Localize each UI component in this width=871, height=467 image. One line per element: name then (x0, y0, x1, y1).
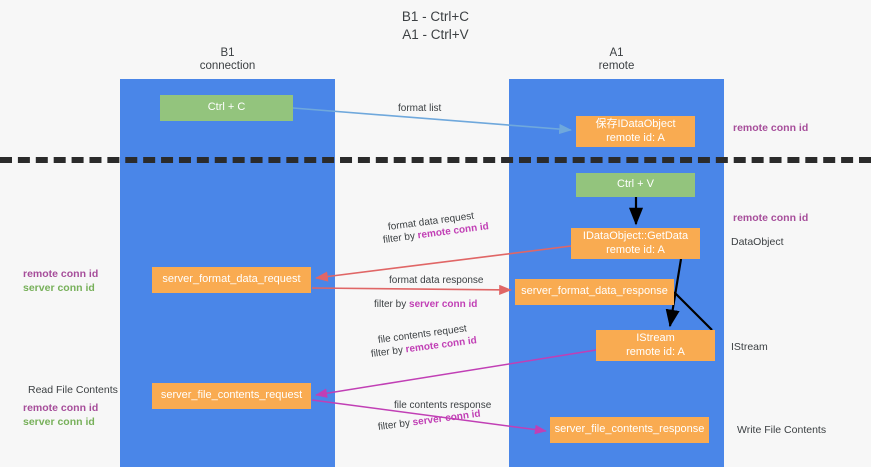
node-istream[interactable]: IStream remote id: A (596, 330, 715, 361)
edge-label-format-data-response-text: format data response (389, 275, 484, 286)
node-server-format-data-response[interactable]: server_format_data_response (515, 279, 674, 305)
caption-right-remote-conn-id-2: remote conn id (733, 212, 808, 226)
node-save-idataobject-line1: 保存IDataObject (595, 118, 676, 130)
connector-format-data-response (311, 284, 512, 296)
node-server-file-contents-request-label: server_file_contents_request (160, 389, 303, 402)
edge-label-file-contents-response: file contents response (394, 399, 491, 412)
filter-prefix: filter by (370, 344, 407, 360)
edge-label-file-contents-response-text: file contents response (394, 400, 492, 411)
caption-left-conn-ids: remote conn id server conn id (23, 268, 98, 295)
title-line-1: B1 - Ctrl+C (401, 9, 470, 24)
lane-header-b1: B1 connection (120, 47, 335, 73)
node-istream-line1: IStream (636, 332, 675, 344)
node-istream-line2: remote id: A (626, 345, 685, 358)
lane-header-b1-name: B1 (220, 47, 235, 59)
caption-right-write-file-contents: Write File Contents (737, 424, 826, 438)
filter-key-server-conn-id: server conn id (409, 299, 478, 310)
caption-server-conn-id: server conn id (23, 415, 95, 428)
caption-remote-conn-id: remote conn id (23, 402, 99, 414)
node-ctrl-c-label: Ctrl + C (207, 101, 246, 114)
title-line-2: A1 - Ctrl+V (402, 27, 469, 42)
node-server-format-data-request[interactable]: server_format_data_request (152, 267, 311, 293)
caption-left-conn-ids-2: remote conn id server conn id (23, 402, 98, 429)
edge-label-format-list-text: format list (398, 103, 442, 114)
lane-header-a1-name: A1 (609, 47, 624, 59)
node-server-file-contents-request[interactable]: server_file_contents_request (152, 383, 311, 409)
caption-right-remote-conn-id-1: remote conn id (733, 122, 808, 136)
caption-remote-conn-id: remote conn id (23, 268, 99, 280)
node-idataobject-getdata[interactable]: IDataObject::GetData remote id: A (571, 228, 700, 259)
caption-read-file-contents: Read File Contents (28, 384, 118, 396)
filter-prefix: filter by (377, 417, 414, 433)
node-ctrl-c[interactable]: Ctrl + C (160, 95, 293, 121)
caption-istream: IStream (731, 341, 768, 353)
node-getdata-line2: remote id: A (606, 243, 665, 256)
node-server-file-contents-response[interactable]: server_file_contents_response (550, 417, 709, 443)
caption-remote-conn-id: remote conn id (733, 212, 809, 224)
page-title: B1 - Ctrl+C A1 - Ctrl+V (0, 8, 871, 44)
caption-server-conn-id: server conn id (23, 281, 95, 294)
phase-divider (0, 157, 871, 163)
node-ctrl-v[interactable]: Ctrl + V (576, 173, 695, 197)
lane-header-b1-role: connection (199, 60, 256, 72)
node-server-format-data-response-label: server_format_data_response (521, 285, 668, 298)
node-save-idataobject-line2: remote id: A (606, 131, 665, 144)
filter-prefix: filter by (374, 299, 410, 310)
node-server-file-contents-response-label: server_file_contents_response (554, 423, 705, 436)
caption-left-read-file-contents: Read File Contents (28, 384, 118, 398)
edge-label-format-data-response: format data response (389, 274, 484, 287)
caption-remote-conn-id: remote conn id (733, 122, 809, 134)
caption-dataobject: DataObject (731, 236, 784, 248)
caption-right-istream: IStream (731, 341, 768, 355)
node-getdata-line1: IDataObject::GetData (582, 230, 689, 242)
edge-label-format-data-response-filter: filter by server conn id (374, 298, 477, 311)
node-ctrl-v-label: Ctrl + V (617, 178, 654, 191)
node-save-idataobject[interactable]: 保存IDataObject remote id: A (576, 116, 695, 147)
edge-label-format-list: format list (398, 102, 441, 115)
lane-header-a1: A1 remote (509, 47, 724, 73)
lane-header-a1-role: remote (598, 60, 635, 72)
filter-prefix: filter by (382, 230, 419, 246)
caption-right-dataobject: DataObject (731, 236, 784, 250)
node-server-format-data-request-label: server_format_data_request (162, 273, 301, 286)
caption-write-file-contents: Write File Contents (737, 424, 827, 436)
